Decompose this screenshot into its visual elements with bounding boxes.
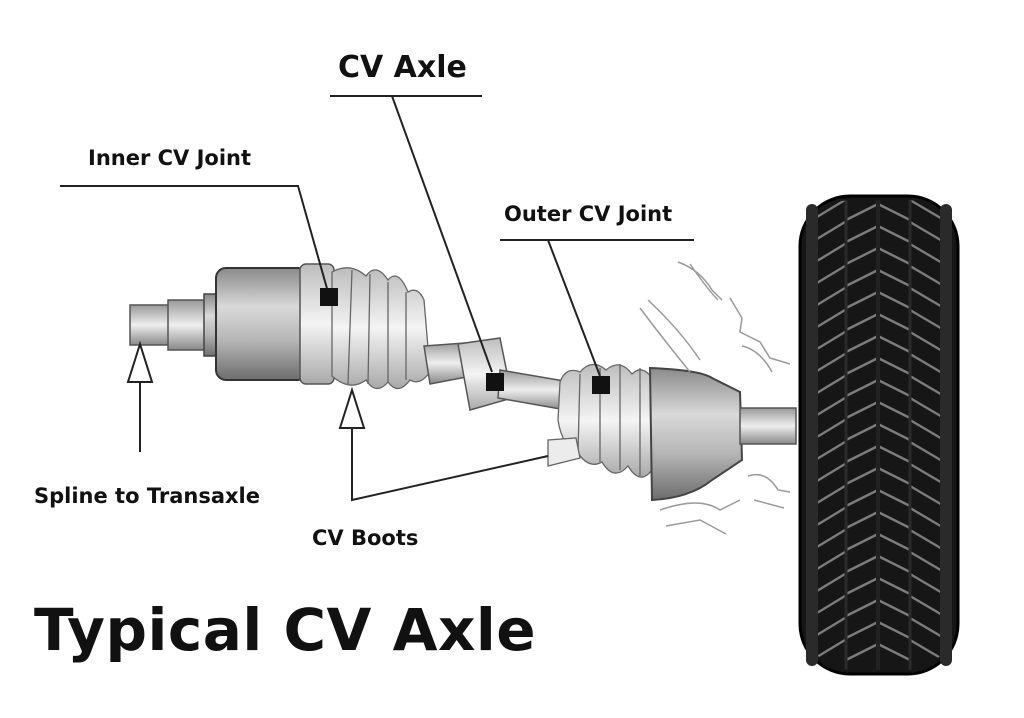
page-title: Typical CV Axle bbox=[34, 596, 537, 664]
joint-markers bbox=[320, 288, 610, 394]
tire bbox=[798, 194, 960, 676]
cv-boots-label: CV Boots bbox=[312, 526, 419, 550]
suspension-sketch bbox=[639, 261, 791, 535]
outer-joint-marker bbox=[592, 376, 610, 394]
outer-cv-joint-label: Outer CV Joint bbox=[504, 202, 673, 226]
outer-cv-boot bbox=[547, 363, 653, 478]
inner-cv-boot bbox=[331, 267, 431, 390]
axle-marker bbox=[486, 373, 504, 391]
boots-arrow bbox=[338, 386, 366, 429]
leader-lines bbox=[60, 95, 694, 502]
cv-axle-label: CV Axle bbox=[338, 50, 467, 85]
spline-label: Spline to Transaxle bbox=[34, 484, 260, 508]
inner-cv-joint-label: Inner CV Joint bbox=[88, 146, 252, 170]
spline-arrow bbox=[126, 340, 154, 452]
axle-shaft bbox=[423, 337, 571, 411]
inner-cv-joint-housing bbox=[215, 263, 335, 385]
spline-shaft bbox=[129, 293, 219, 357]
inner-joint-marker bbox=[320, 288, 338, 306]
outer-cv-joint-housing bbox=[648, 366, 797, 502]
